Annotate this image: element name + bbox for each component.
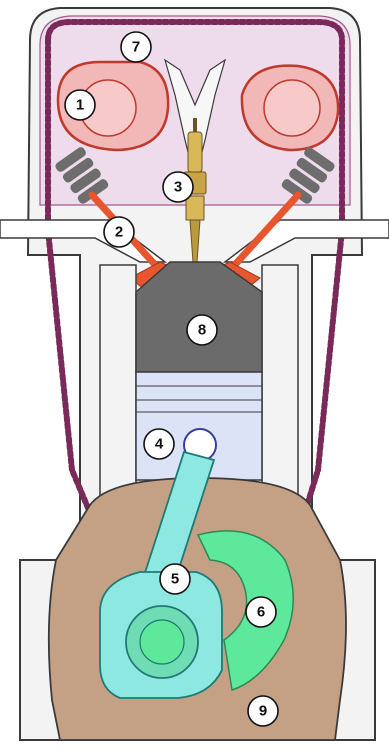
callout-1-camshaft: 1 xyxy=(65,90,95,120)
svg-text:6: 6 xyxy=(257,604,265,621)
svg-text:9: 9 xyxy=(259,703,267,720)
svg-text:4: 4 xyxy=(155,436,164,453)
svg-text:8: 8 xyxy=(198,322,206,339)
right-cam-center xyxy=(264,80,320,136)
callout-3-spark-plug: 3 xyxy=(163,172,193,202)
svg-text:3: 3 xyxy=(174,179,182,196)
svg-text:5: 5 xyxy=(171,571,179,588)
svg-text:1: 1 xyxy=(76,97,84,114)
callout-2-valve: 2 xyxy=(104,217,134,247)
callout-5-connecting-rod: 5 xyxy=(160,564,190,594)
svg-text:7: 7 xyxy=(132,39,140,56)
callout-6-crank-counterweight: 6 xyxy=(246,597,276,627)
callout-8-combustion-chamber: 8 xyxy=(187,315,217,345)
callout-9-crankcase: 9 xyxy=(248,696,278,726)
callout-7-timing-chain: 7 xyxy=(121,32,151,62)
svg-text:2: 2 xyxy=(115,224,123,241)
callout-4-piston: 4 xyxy=(144,429,174,459)
